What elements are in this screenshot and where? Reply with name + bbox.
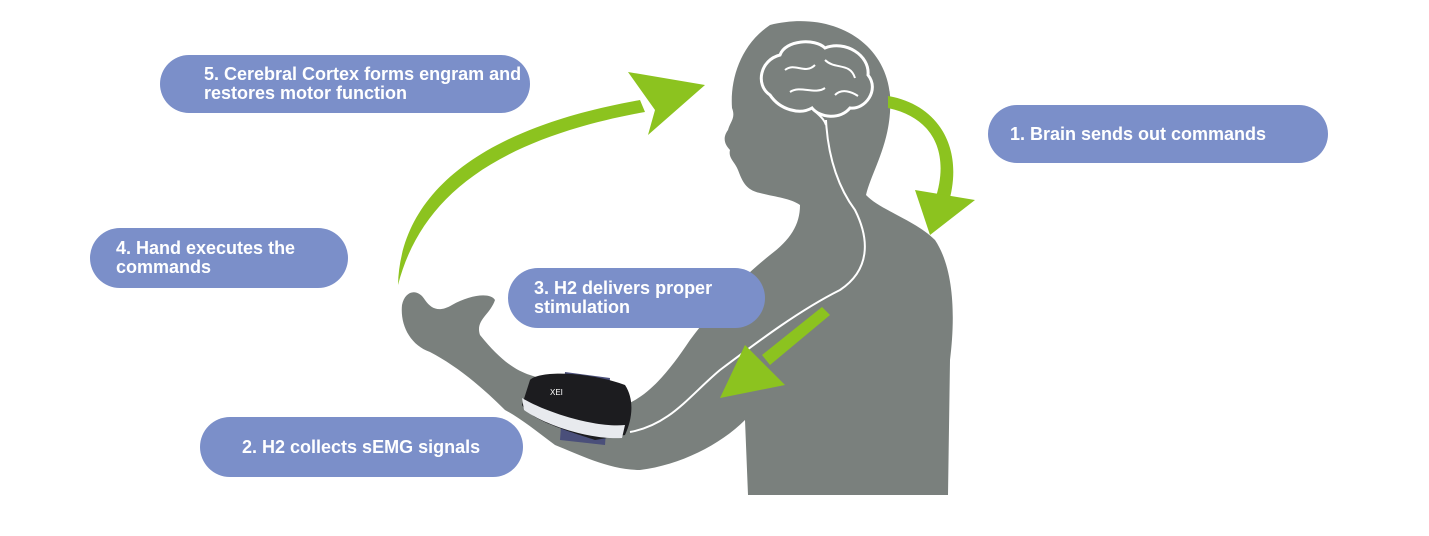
arrow-step-1: [888, 96, 975, 235]
nerve-wire: [629, 119, 866, 433]
step-3-label: 3. H2 delivers proper stimulation: [508, 268, 765, 328]
h2-device: XEI: [522, 372, 632, 445]
step-3-text: 3. H2 delivers proper stimulation: [534, 278, 713, 317]
arrow-step-5: [398, 72, 705, 285]
step-5-text: 5. Cerebral Cortex forms engram and rest…: [204, 64, 522, 103]
human-silhouette: [401, 21, 953, 495]
step-4-label: 4. Hand executes the commands: [90, 228, 348, 288]
brain-icon: [759, 40, 874, 126]
step-1-label: 1. Brain sends out commands: [988, 105, 1328, 163]
step-5-label: 5. Cerebral Cortex forms engram and rest…: [160, 55, 530, 113]
arrow-step-3: [720, 307, 830, 398]
step-2-text: 2. H2 collects sEMG signals: [242, 436, 481, 457]
device-logo: XEI: [550, 388, 563, 397]
step-1-text: 1. Brain sends out commands: [1010, 123, 1267, 144]
step-2-label: 2. H2 collects sEMG signals: [200, 417, 523, 477]
step-4-text: 4. Hand executes the commands: [116, 238, 296, 277]
